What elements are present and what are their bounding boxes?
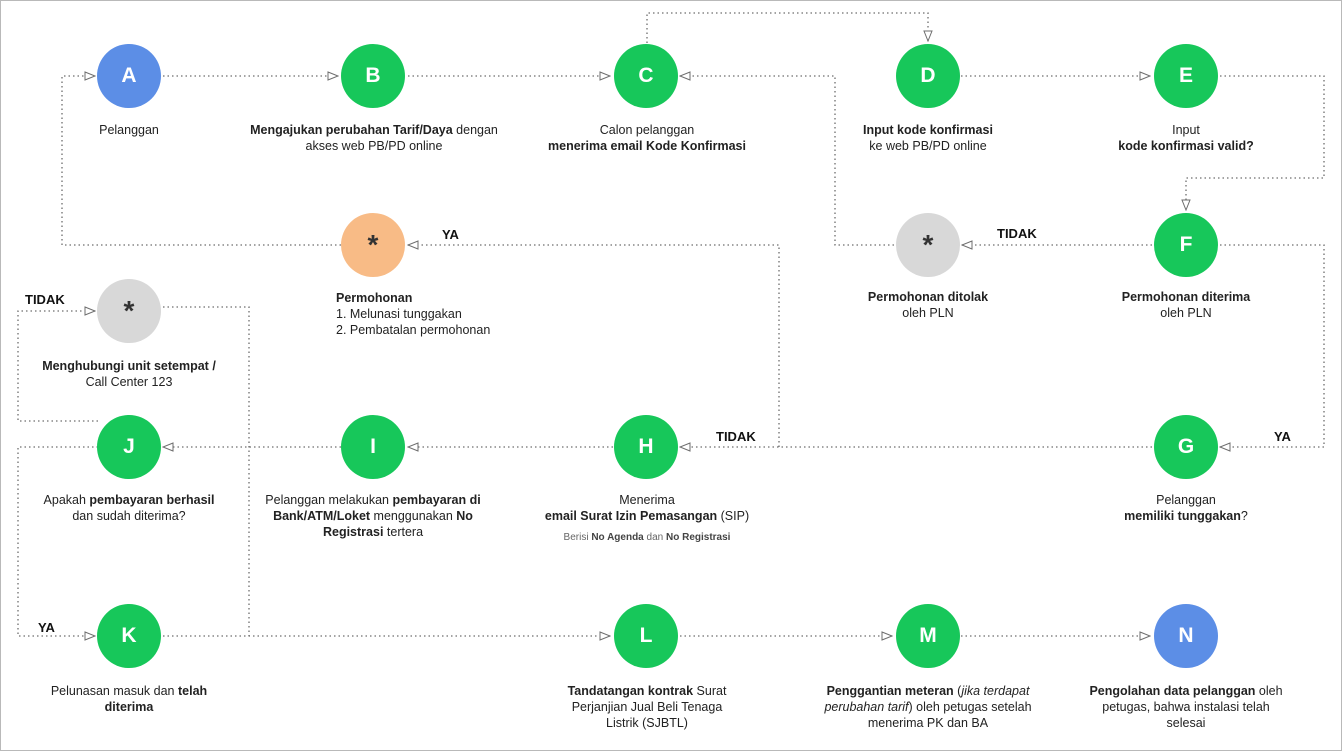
caption-m-bold: Penggantian meteran <box>826 684 954 698</box>
caption-h-note-agenda: No Agenda <box>591 532 644 543</box>
node-star-rejected: * <box>896 213 960 277</box>
node-m: M <box>896 604 960 668</box>
edge-rejected-c <box>680 76 894 246</box>
caption-i-pre: Pelanggan melakukan <box>265 493 393 507</box>
caption-n: Pengolahan data pelanggan oleh petugas, … <box>1086 683 1286 731</box>
node-n: N <box>1154 604 1218 668</box>
caption-contact-line2: Call Center 123 <box>85 375 173 389</box>
caption-j-line2: dan sudah diterima? <box>72 509 186 523</box>
node-d: D <box>896 44 960 108</box>
caption-m-open: ( <box>953 684 962 698</box>
caption-b-rest: dengan akses web PB/PD online <box>305 123 498 153</box>
caption-k: Pelunasan masuk dan telah diterima <box>39 683 219 715</box>
caption-b-bold: Mengajukan perubahan Tarif/Daya <box>250 123 453 137</box>
caption-c: Calon pelanggan menerima email Kode Konf… <box>531 122 763 154</box>
caption-orange-bold: Permohonan <box>336 291 413 305</box>
edge-label-ya-k: YA <box>38 620 55 635</box>
caption-c-bold: menerima email Kode Konfirmasi <box>548 139 746 153</box>
caption-e-bold: kode konfirmasi valid? <box>1118 139 1254 153</box>
caption-i: Pelanggan melakukan pembayaran di Bank/A… <box>259 492 487 540</box>
node-h: H <box>614 415 678 479</box>
caption-contact-bold: Menghubungi unit setempat / <box>42 359 216 373</box>
node-f: F <box>1154 213 1218 277</box>
caption-l: Tandatangan kontrak Surat Perjanjian Jua… <box>562 683 732 731</box>
caption-h-note-a: Berisi <box>563 532 592 543</box>
caption-g-tail: ? <box>1240 509 1248 523</box>
node-k: K <box>97 604 161 668</box>
caption-l-bold: Tandatangan kontrak <box>567 684 694 698</box>
caption-h-bold: email Surat Izin Pemasangan <box>544 509 718 523</box>
caption-d-bold: Input kode konfirmasi <box>863 123 993 137</box>
caption-k-bold: telah diterima <box>104 684 208 714</box>
caption-i-bold1: pembayaran di Bank/ATM/Loket <box>273 493 481 523</box>
node-b: B <box>341 44 405 108</box>
node-star-orange: * <box>341 213 405 277</box>
edge-label-tidak-h: TIDAK <box>716 429 756 444</box>
caption-m: Penggantian meteran (jika terdapat perub… <box>810 683 1046 731</box>
caption-d: Input kode konfirmasi ke web PB/PD onlin… <box>833 122 1023 154</box>
caption-a: Pelanggan <box>59 122 199 138</box>
caption-rejected-line2: oleh PLN <box>902 306 954 320</box>
caption-b: Mengajukan perubahan Tarif/Daya dengan a… <box>243 122 505 154</box>
caption-h-line1: Menerima <box>619 493 675 507</box>
edge-label-tidak-rejected: TIDAK <box>997 226 1037 241</box>
caption-m-rest: ) oleh petugas setelah menerima PK dan B… <box>867 700 1032 730</box>
caption-contact: Menghubungi unit setempat / Call Center … <box>29 358 229 390</box>
caption-h: Menerima email Surat Izin Pemasangan (SI… <box>532 492 762 546</box>
caption-j: Apakah pembayaran berhasil dan sudah dit… <box>29 492 229 524</box>
edge-orange-a <box>61 76 341 246</box>
caption-c-line1: Calon pelanggan <box>599 123 695 137</box>
caption-orange-item1: 1. Melunasi tunggakan <box>336 307 462 321</box>
caption-rejected-bold: Permohonan ditolak <box>867 290 989 304</box>
edge-f-g <box>1220 244 1325 447</box>
edge-contact-kline <box>163 306 250 636</box>
caption-i-bold2: No Registrasi <box>322 509 473 539</box>
caption-j-bold: pembayaran berhasil <box>89 493 215 507</box>
caption-a-text: Pelanggan <box>99 123 159 137</box>
edge-label-tidak-contact: TIDAK <box>25 292 65 307</box>
node-j: J <box>97 415 161 479</box>
caption-h-note: Berisi No Agenda dan No Registrasi <box>532 530 762 546</box>
edge-label-ya-orange: YA <box>442 227 459 242</box>
caption-l-rest: Surat Perjanjian Jual Beli Tenaga Listri… <box>571 684 727 730</box>
caption-j-pre: Apakah <box>43 493 90 507</box>
edge-j-contact <box>17 311 98 422</box>
caption-n-bold: Pengolahan data pelanggan <box>1089 684 1256 698</box>
caption-rejected: Permohonan ditolak oleh PLN <box>843 289 1013 321</box>
node-a: A <box>97 44 161 108</box>
node-l: L <box>614 604 678 668</box>
node-star-contact: * <box>97 279 161 343</box>
caption-g: Pelanggan memiliki tunggakan? <box>1101 492 1271 524</box>
edge-c-d <box>646 12 928 43</box>
caption-orange: Permohonan 1. Melunasi tunggakan 2. Pemb… <box>336 290 536 338</box>
node-c: C <box>614 44 678 108</box>
caption-i-mid: menggunakan <box>370 509 457 523</box>
caption-h-note-mid: dan <box>643 532 666 543</box>
edge-label-ya-g: YA <box>1274 429 1291 444</box>
edge-h-orange <box>408 245 780 447</box>
edge-j-k <box>17 446 98 636</box>
caption-e-line1: Input <box>1172 123 1200 137</box>
caption-m-italic: jika terdapat perubahan tarif <box>824 684 1030 714</box>
node-i: I <box>341 415 405 479</box>
caption-h-note-registrasi: No Registrasi <box>666 532 731 543</box>
node-e: E <box>1154 44 1218 108</box>
node-g: G <box>1154 415 1218 479</box>
caption-k-pre: Pelunasan masuk dan <box>50 684 178 698</box>
caption-d-line2: ke web PB/PD online <box>869 139 987 153</box>
caption-i-post: tertera <box>383 525 424 539</box>
caption-g-line1: Pelanggan <box>1156 493 1216 507</box>
caption-n-rest: oleh petugas, bahwa instalasi telah sele… <box>1102 684 1283 730</box>
caption-g-bold: memiliki tunggakan <box>1124 509 1241 523</box>
caption-h-tail: (SIP) <box>717 509 750 523</box>
caption-f-bold: Permohonan diterima <box>1121 290 1251 304</box>
caption-e: Input kode konfirmasi valid? <box>1101 122 1271 154</box>
caption-orange-item2: 2. Pembatalan permohonan <box>336 323 491 337</box>
caption-f-line2: oleh PLN <box>1160 306 1212 320</box>
caption-f: Permohonan diterima oleh PLN <box>1101 289 1271 321</box>
